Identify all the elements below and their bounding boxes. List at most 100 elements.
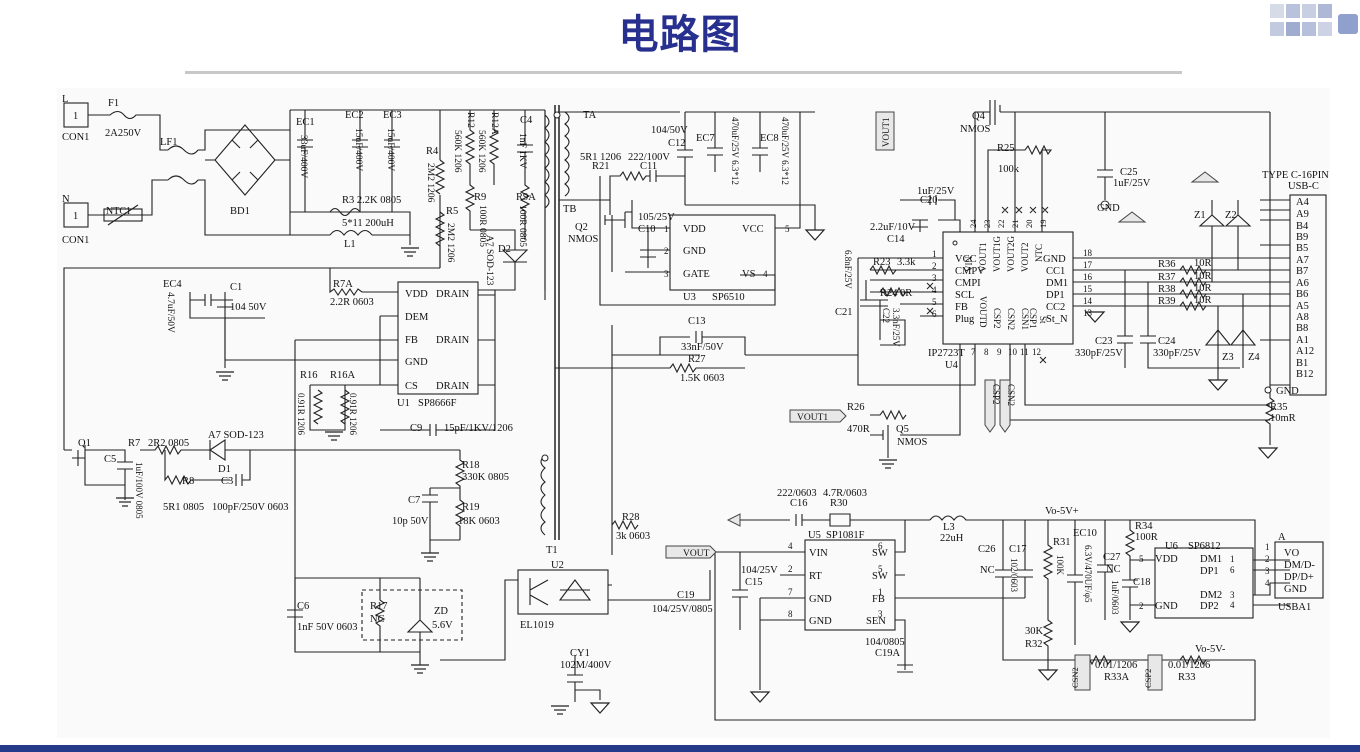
lf1-label: LF1	[160, 137, 178, 148]
z2-label: Z2	[1225, 210, 1237, 221]
u4-pin-dp1: DP1	[1046, 290, 1065, 301]
ec10-value: 6.3V/470UF/φ5	[1083, 545, 1093, 603]
u4-pinnum-1: 1	[932, 249, 937, 259]
u4-pin-csn2: CSN2	[1006, 308, 1016, 330]
ground-symbols	[115, 229, 1278, 715]
u4-pin-vout1: VOUT1	[978, 243, 988, 273]
r7a-value: 2.2R 0603	[330, 297, 374, 308]
c27-label: C27	[1103, 552, 1121, 563]
u4-pinnum-13: 13	[1083, 308, 1093, 318]
r37-label: R37	[1158, 272, 1176, 283]
typec-pin-b7: B7	[1296, 266, 1308, 277]
c5-label: C5	[104, 454, 116, 465]
q5-value: NMOS	[897, 437, 928, 448]
typec-pin-a7: A7	[1296, 255, 1309, 266]
ec8-value: 470uF/25V 6.3*12	[780, 117, 790, 185]
u4-pin-csp2: CSP2	[992, 308, 1002, 329]
r39-value: 10R	[1194, 295, 1212, 306]
u3-pin-gnd: GND	[683, 246, 706, 257]
conn-n-label: N	[62, 194, 70, 205]
r28-value: 3k 0603	[616, 531, 650, 542]
q4-value: NMOS	[960, 124, 991, 135]
u1-pin-cs: CS	[405, 381, 418, 392]
u4-pin-st: St	[1038, 316, 1048, 324]
u6-pin-dp2: DP2	[1200, 601, 1219, 612]
u4-pinnum-15: 15	[1083, 284, 1093, 294]
r34-value: 100R	[1135, 532, 1158, 543]
typec-pin-a5: A5	[1296, 301, 1309, 312]
c15-label: C15	[745, 577, 763, 588]
r27-value: 1.5K 0603	[680, 373, 724, 384]
r8-label: R8	[182, 476, 194, 487]
u2-label: U2	[551, 560, 564, 571]
conn-l-label: L	[62, 94, 68, 105]
u2-value: EL1019	[520, 620, 554, 631]
u4-pinnum-24: 24	[968, 219, 978, 228]
r37-value: 10R	[1194, 271, 1212, 282]
r7-value: 2R2 0805	[148, 438, 189, 449]
u4-pin-vout2g: VOUT2G	[1006, 236, 1016, 272]
u4-pinnum-20: 20	[1024, 220, 1034, 229]
usba-pin-vo: VO	[1284, 548, 1300, 559]
csp2-bottom-label: CSP2	[1143, 669, 1153, 688]
usba-pinnum-2: 2	[1265, 554, 1270, 564]
u5-pin-rt: RT	[809, 571, 822, 582]
r5-label: R5	[446, 206, 458, 217]
r24-value: 0R	[900, 288, 912, 299]
r36-value: 10R	[1194, 258, 1212, 269]
u4-pin-cc1: CC1	[1046, 266, 1065, 277]
u1-pin-dem: DEM	[405, 312, 429, 323]
r34-label: R34	[1135, 521, 1153, 532]
r30-value: 4.7R/0603	[823, 488, 867, 499]
c12-value: 104/50V	[651, 125, 688, 136]
u6-pinnum-4: 4	[1230, 600, 1235, 610]
typec-pin-b8: B8	[1296, 323, 1308, 334]
u1-part: SP8666F	[418, 398, 457, 409]
u4-pinnum-18: 18	[1083, 248, 1093, 258]
u3-pin-gate: GATE	[683, 269, 710, 280]
usba-pin-dp: DP/D+	[1284, 572, 1314, 583]
c13-label: C13	[688, 316, 706, 327]
r23-value: 3.3k	[897, 257, 916, 268]
r12-value: 560K 1206	[452, 130, 462, 173]
r4-label: R4	[426, 146, 439, 157]
c14-label: C14	[887, 234, 905, 245]
bottom-accent-bar	[0, 745, 1360, 752]
r25-value: 100k	[998, 164, 1020, 175]
c7-label: C7	[408, 495, 420, 506]
u4-pinnum-6: 6	[932, 309, 937, 319]
u4-pin-fb: FB	[955, 302, 968, 313]
u5-pin-gnd2: GND	[809, 616, 832, 627]
c19-label: C19	[677, 590, 695, 601]
c19a-label: C19A	[875, 648, 901, 659]
ec7-value: 470uF/25V 6.3*12	[730, 117, 740, 185]
u4-pinnum-9: 9	[997, 347, 1002, 357]
ec1-value: 33uF/400V	[298, 135, 308, 178]
ec8-label: EC8	[760, 133, 779, 144]
f1-label: F1	[108, 98, 119, 109]
c22-value: 3.3nF/25V	[891, 308, 901, 347]
u5-pin-sen: SEN	[866, 616, 886, 627]
r4-value: 2M2 1206	[425, 163, 435, 203]
u5-pinnum-3: 3	[878, 609, 883, 619]
c1-value: 104 50V	[230, 302, 267, 313]
r18-value: 330K 0805	[462, 472, 509, 483]
u6-pin-dm1: DM1	[1200, 554, 1222, 565]
r33a-label: R33A	[1104, 672, 1130, 683]
u5-pin-fb: FB	[872, 594, 885, 605]
u6-ref: U6	[1165, 541, 1178, 552]
r23-label: R23	[873, 257, 891, 268]
r33-label: R33	[1178, 672, 1196, 683]
r35-label: R35	[1270, 402, 1288, 413]
r9a-label: R9A	[516, 192, 536, 203]
z3-label: Z3	[1222, 352, 1234, 363]
u4-pinnum-19: 19	[1038, 220, 1048, 229]
r12-label: R12	[465, 112, 475, 128]
u6-part: SP6812	[1188, 541, 1221, 552]
c18-label: C18	[1133, 577, 1151, 588]
tb-label: TB	[563, 204, 576, 215]
csn2-tag-label: CSN2	[1006, 384, 1016, 406]
u6-pin-dp1: DP1	[1200, 566, 1219, 577]
c20-value: 1uF/25V	[917, 186, 955, 197]
typec-pin-b9: B9	[1296, 232, 1308, 243]
